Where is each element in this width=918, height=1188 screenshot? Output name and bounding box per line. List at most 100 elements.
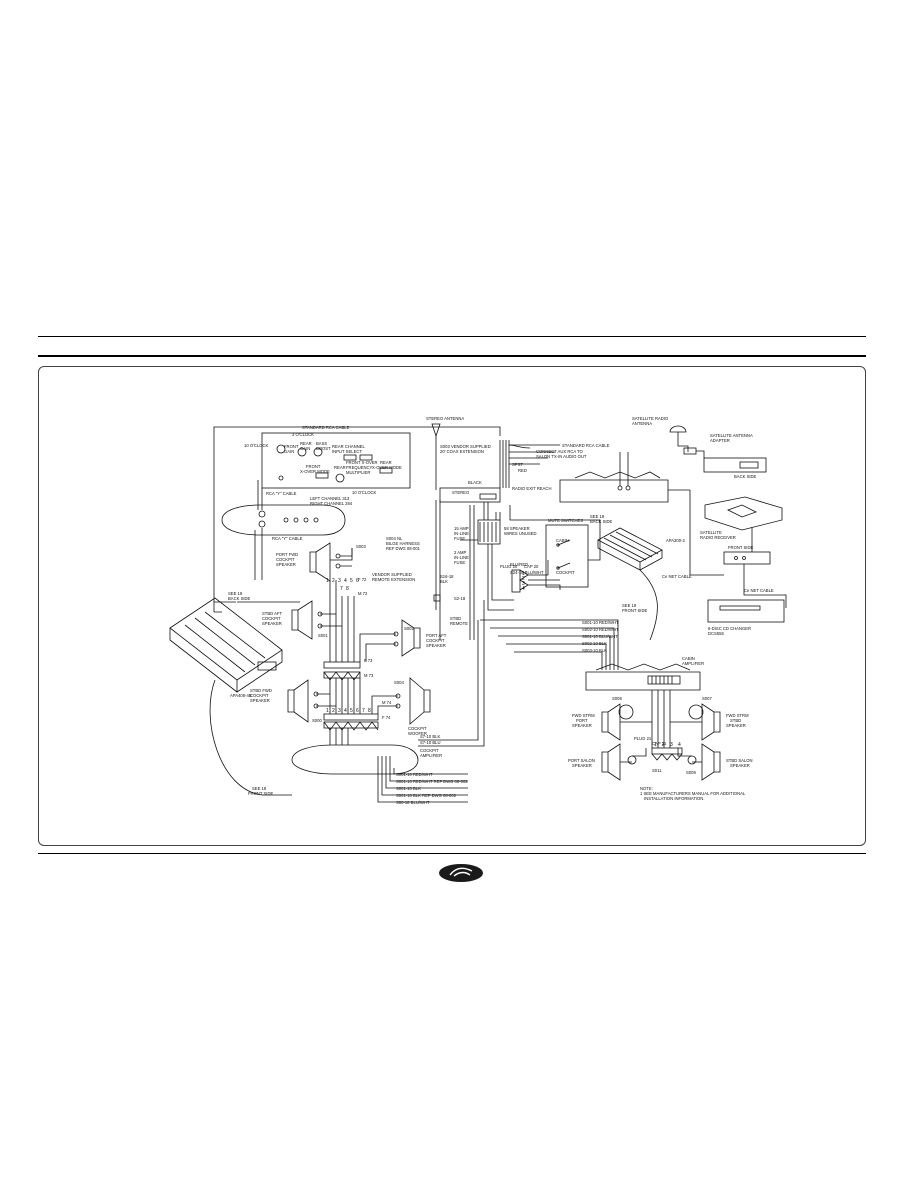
label-blu-red: BLU/RED xyxy=(510,562,528,567)
label-sat-antenna-1: SATELLITE RADIO xyxy=(632,416,669,421)
label-s16-blk-2: BLK xyxy=(440,579,448,584)
label-clock-10: 10 O'CLOCK xyxy=(244,443,269,448)
label-see-19-2: BACK SIDE xyxy=(228,596,251,601)
label-rear-xover-freq-1: FRONT X-OVER xyxy=(346,460,378,465)
label-s2-18: S2-18 xyxy=(454,596,466,601)
label-port-fwd-2: COCKPIT xyxy=(276,557,295,562)
label-s004-nl-1: S004 NL xyxy=(386,536,403,541)
label-s002: S002 xyxy=(404,626,414,631)
pin-21-4: 4 xyxy=(678,742,681,748)
label-cockpit-amp-1: COCKPIT xyxy=(420,748,439,753)
label-port-salon-1: PORT SALON xyxy=(568,758,595,763)
label-bot-wire-3: S001-10 BLK xyxy=(396,786,421,791)
top-rule-thick xyxy=(38,355,866,357)
label-cockpit: COCKPIT xyxy=(556,570,575,575)
label-cd-changer-1: 6-DISC CD CHANGER xyxy=(708,626,751,631)
diagram-frame xyxy=(38,366,866,846)
top-rule-thin xyxy=(38,336,866,337)
label-stereo-antenna: STEREO ANTENNA xyxy=(426,416,464,421)
label-cabin: CABIN xyxy=(556,538,569,543)
pin-74-8: 8 xyxy=(368,708,371,714)
label-stbd-aft-2: COCKPIT xyxy=(262,616,281,621)
label-cd-changer-2: DCS555 xyxy=(708,631,724,636)
label-fwd-stbd-1: FWD STRM xyxy=(726,713,749,718)
label-clock-3: 3 O'CLOCK xyxy=(292,432,314,437)
label-s007: S007 xyxy=(702,696,712,701)
label-stbd-salon-1: STBD SALON xyxy=(726,758,753,763)
label-rear-xover-2: X-OVER MODE xyxy=(372,465,402,470)
label-bot-wire-5: S80-18 BLU/WHT xyxy=(396,800,430,805)
label-fwd-port-2: PORT xyxy=(576,718,588,723)
label-sat-adapter-2: ADAPTER xyxy=(710,438,730,443)
label-bot-wire-4: S001-10 BLK REF DWG 08-002 xyxy=(396,793,457,798)
label-stbd-salon-2: SPEAKER xyxy=(730,763,750,768)
label-rca-y-2: RCA "Y" CABLE xyxy=(272,536,303,541)
pin-72-7: 7 xyxy=(340,586,343,592)
pin-74-6: 6 xyxy=(356,708,359,714)
label-bot-wire-2: S001-10 RED/WHT REF DWG 08-002 xyxy=(396,779,468,784)
pin-20-2: 2 xyxy=(522,576,525,582)
pin-20-1: 1 xyxy=(522,571,525,577)
label-see-18-2: FRONT SIDE xyxy=(248,791,273,796)
pin-74-1: 1 xyxy=(326,708,329,714)
label-f73: F 73 xyxy=(364,658,373,663)
pin-74-2: 2 xyxy=(332,708,335,714)
label-s008: S008 xyxy=(612,696,622,701)
label-front-gain-1: FRONT xyxy=(284,444,299,449)
label-m73: M 73 xyxy=(364,673,374,678)
label-stbd-fwd-3: SPEAKER xyxy=(250,698,270,703)
label-bot-wire-1: S001-10 RED/WHT xyxy=(396,772,433,777)
pin-72-3: 3 xyxy=(338,578,341,584)
label-see-19-front-2: FRONT SIDE xyxy=(622,608,647,613)
pin-20-3: 3 xyxy=(522,581,525,587)
label-front-xover-1: FRONT xyxy=(306,464,321,469)
label-plug-20: PLUG 20 xyxy=(500,564,518,569)
label-rear-xover-freq-2: FREQUENCY xyxy=(346,465,372,470)
label-rear-channel-1: REAR CHANNEL xyxy=(332,444,365,449)
label-rear-channel-2: INPUT SELECT xyxy=(332,449,362,454)
label-s011: S011 xyxy=(652,768,662,773)
label-amp-fuse-2-3: FUSE xyxy=(454,560,465,565)
label-spst: SPST xyxy=(512,462,523,467)
label-front-gain-2: GAIN xyxy=(284,449,294,454)
label-port-aft-3: SPEAKER xyxy=(426,643,446,648)
label-see-19-front-1: SEE 19 xyxy=(622,603,637,608)
label-m74: M 74 xyxy=(382,700,392,705)
label-rear-small: REAR xyxy=(334,465,346,470)
label-amp-fuse-15-1: 15 AMP xyxy=(454,526,469,531)
label-wire-5: S003-10 BLK xyxy=(582,648,607,653)
label-s004-nl-3: REF DWG 08-001 xyxy=(386,546,421,551)
label-plug-21: PLUG 21 xyxy=(634,736,652,741)
label-fwd-stbd-2: STBD xyxy=(730,718,741,723)
label-see-18-1: SEE 18 xyxy=(252,786,267,791)
label-see-19-back-1: SEE 19 xyxy=(590,514,605,519)
label-wire-2: S002-10 RED/WHT xyxy=(582,627,619,632)
label-canet-1: Ce NET CABLE xyxy=(662,574,692,579)
pin-72-6: 6 xyxy=(356,578,359,584)
pin-74-4: 4 xyxy=(344,708,347,714)
pin-20-4: 4 xyxy=(522,586,525,592)
label-bass-boost-2: BOOST xyxy=(316,446,331,451)
label-cockpit-sub-2: WOOFER xyxy=(408,731,427,736)
label-m72: M 72 xyxy=(358,591,368,596)
label-rear-gain-2: GAIN xyxy=(300,446,310,451)
label-blk-wire-2: S7-10 BLU xyxy=(420,740,440,745)
label-stbd-remote-1: STBD xyxy=(450,616,461,621)
label-port-fwd-3: SPEAKER xyxy=(276,562,296,567)
label-cockpit-amp-2: AMPLIFIER xyxy=(420,753,442,758)
label-bass-boost-1: BASS xyxy=(316,441,327,446)
note-line-1: 1 SEE MANUFACTURERS MANUAL FOR ADDITIONA… xyxy=(640,791,746,796)
label-stbd-aft-3: SPEAKER xyxy=(262,621,282,626)
label-black: BLACK xyxy=(468,480,482,485)
bottom-rule xyxy=(38,853,866,854)
label-speaker-wires-2: WIRES UNUSED xyxy=(504,531,537,536)
label-sat-antenna-2: ANTENNA xyxy=(632,421,652,426)
label-s009: S009 xyxy=(686,770,696,775)
label-cap-20: CAP 20 xyxy=(524,564,539,569)
label-f74: F 74 xyxy=(382,715,391,720)
label-f72: F 72 xyxy=(358,577,367,582)
label-amp-name: APA406-4B xyxy=(230,693,252,698)
label-speaker-wires-1: 58 SPEAKER xyxy=(504,526,530,531)
label-s004-nl-2: BILGE HARNESS xyxy=(386,541,420,546)
pin-21-2: 2 xyxy=(662,742,665,748)
